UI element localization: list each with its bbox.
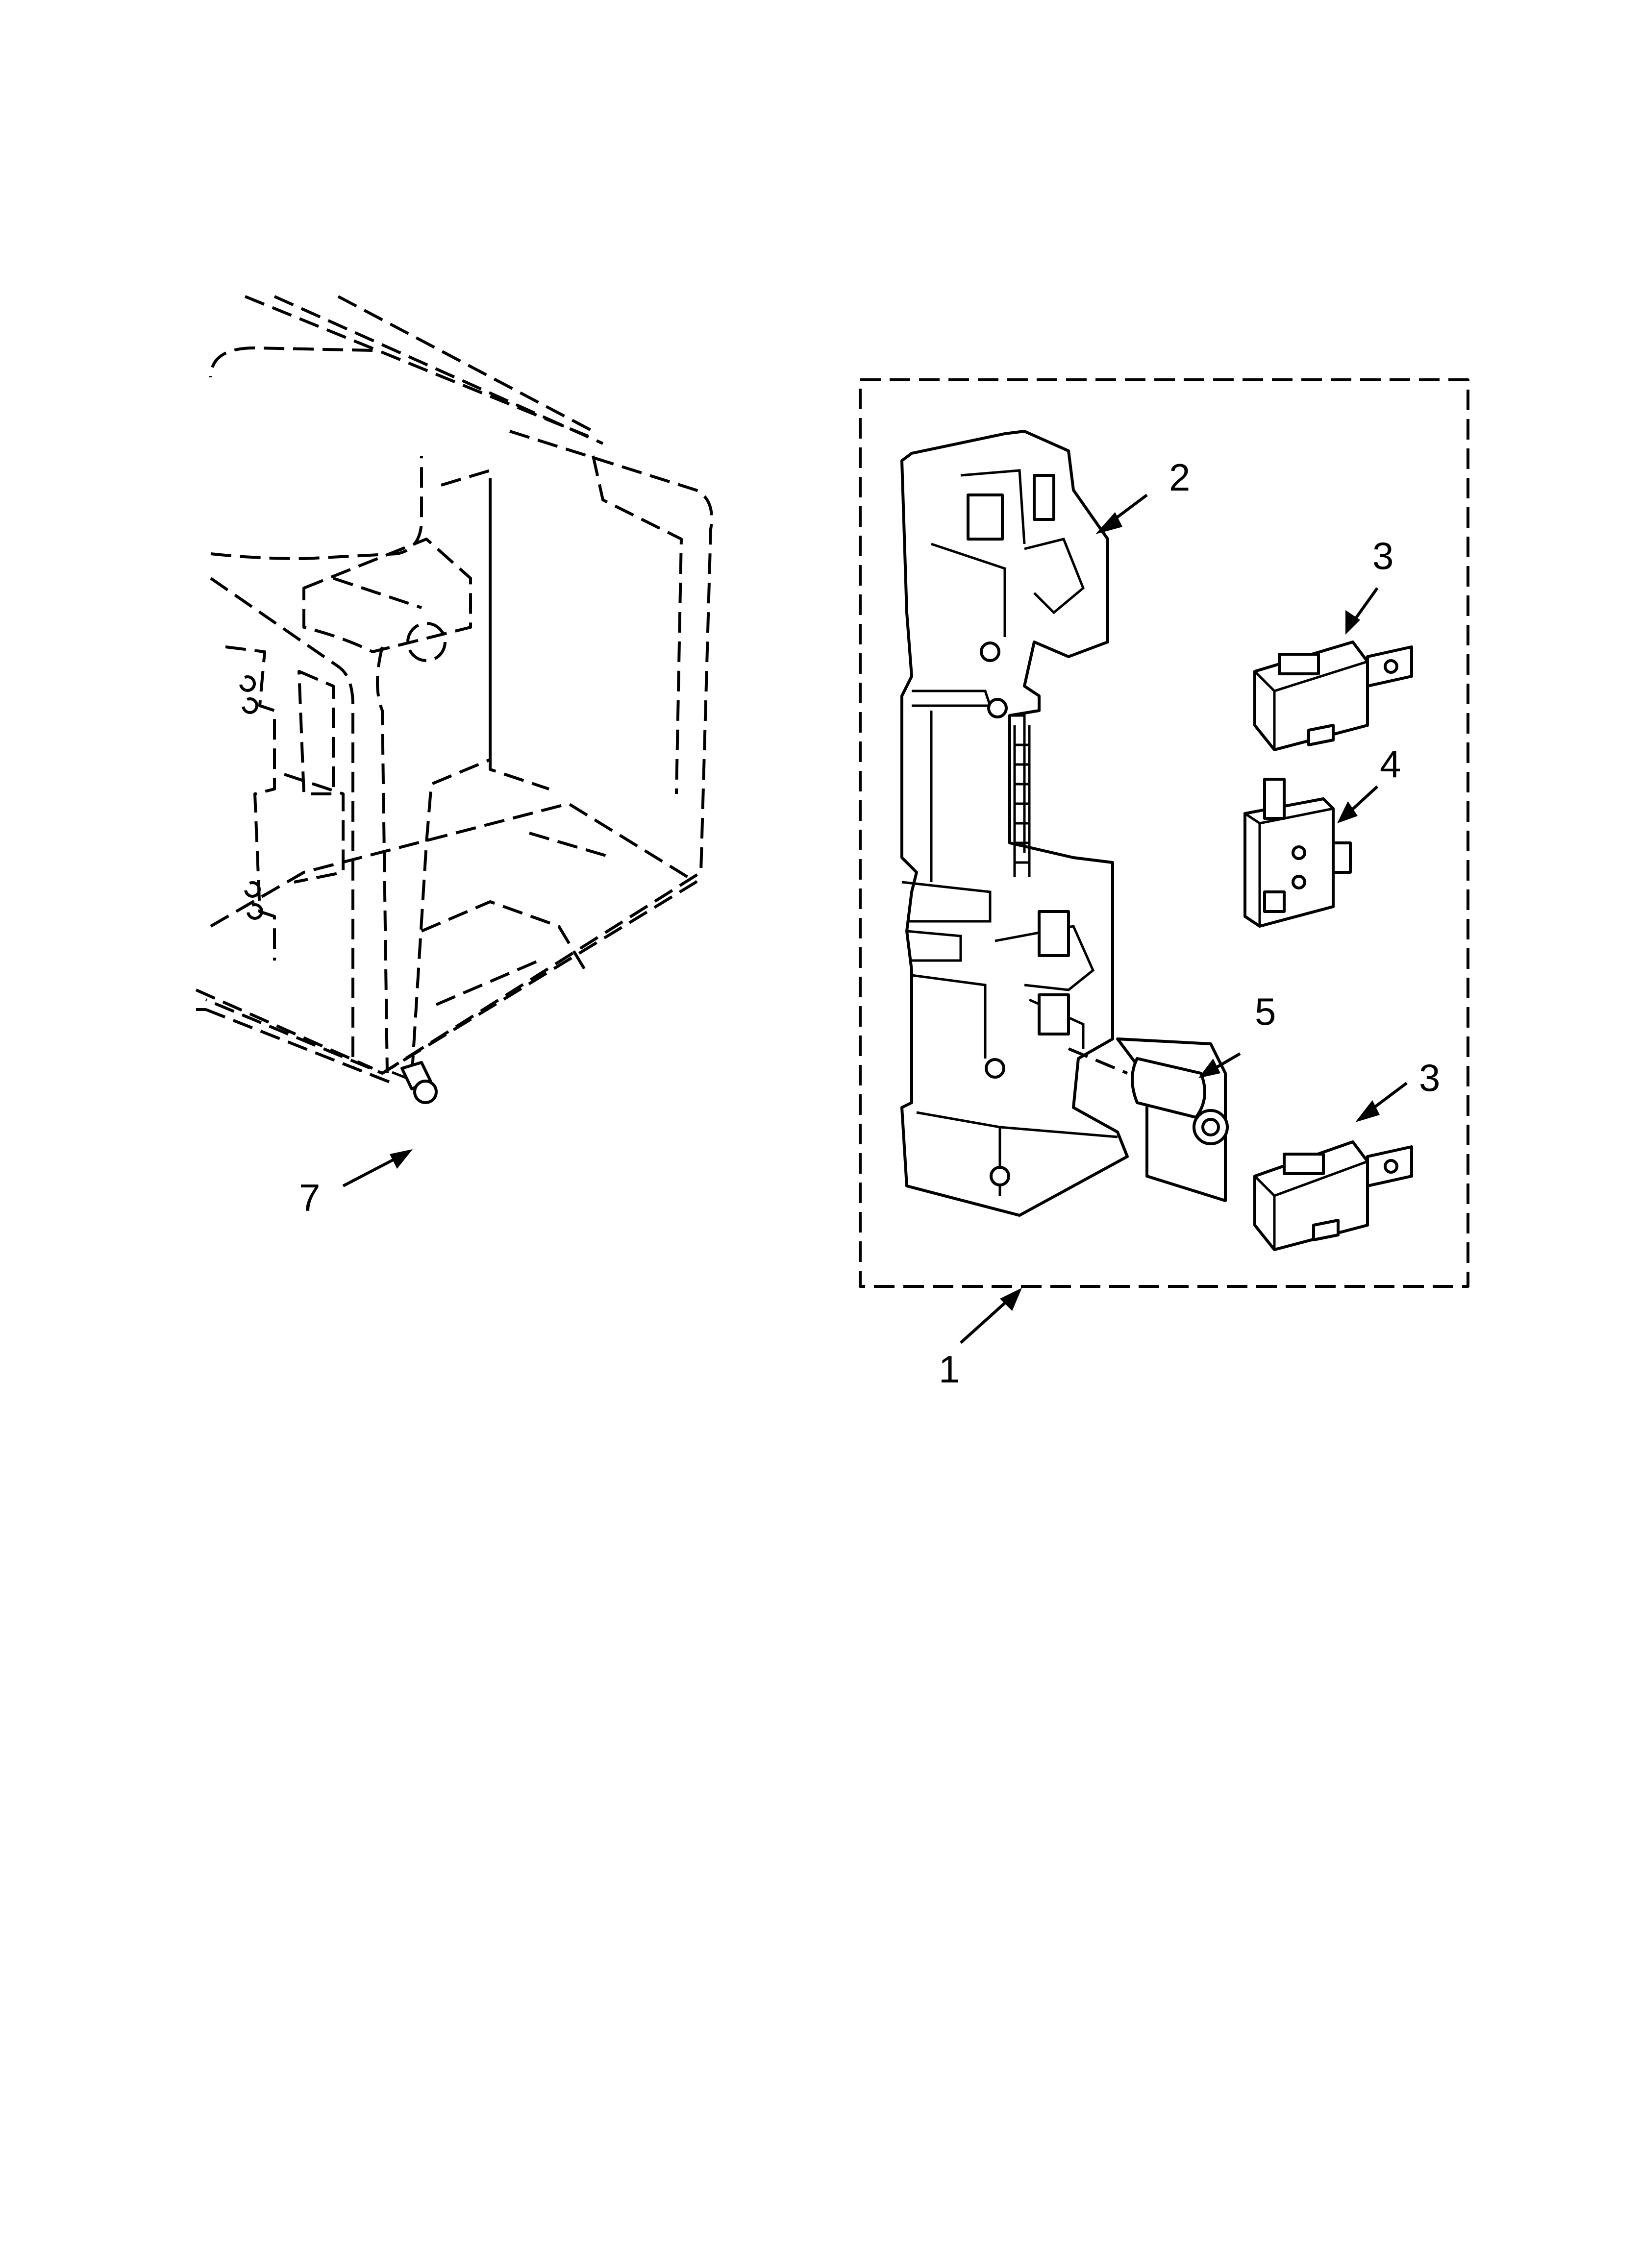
callout-3-bottom: 3 [1419,1056,1441,1099]
leader-arrows [342,493,1408,1344]
callout-1: 1 [939,1348,960,1391]
actuator-lever [1068,1037,1229,1202]
kit-boundary [859,378,1469,1288]
callout-2: 2 [1169,456,1191,499]
latch-assembly [900,430,1129,1217]
callout-5: 5 [1255,990,1276,1033]
cabinet-outline [195,295,713,1085]
switch-3-top [1253,641,1413,751]
switch-4 [1243,778,1352,928]
switch-3-bottom [1253,1140,1413,1251]
callout-4: 4 [1380,742,1401,786]
screw [392,1061,438,1104]
callout-7: 7 [299,1176,321,1219]
callout-3-top: 3 [1372,534,1394,577]
